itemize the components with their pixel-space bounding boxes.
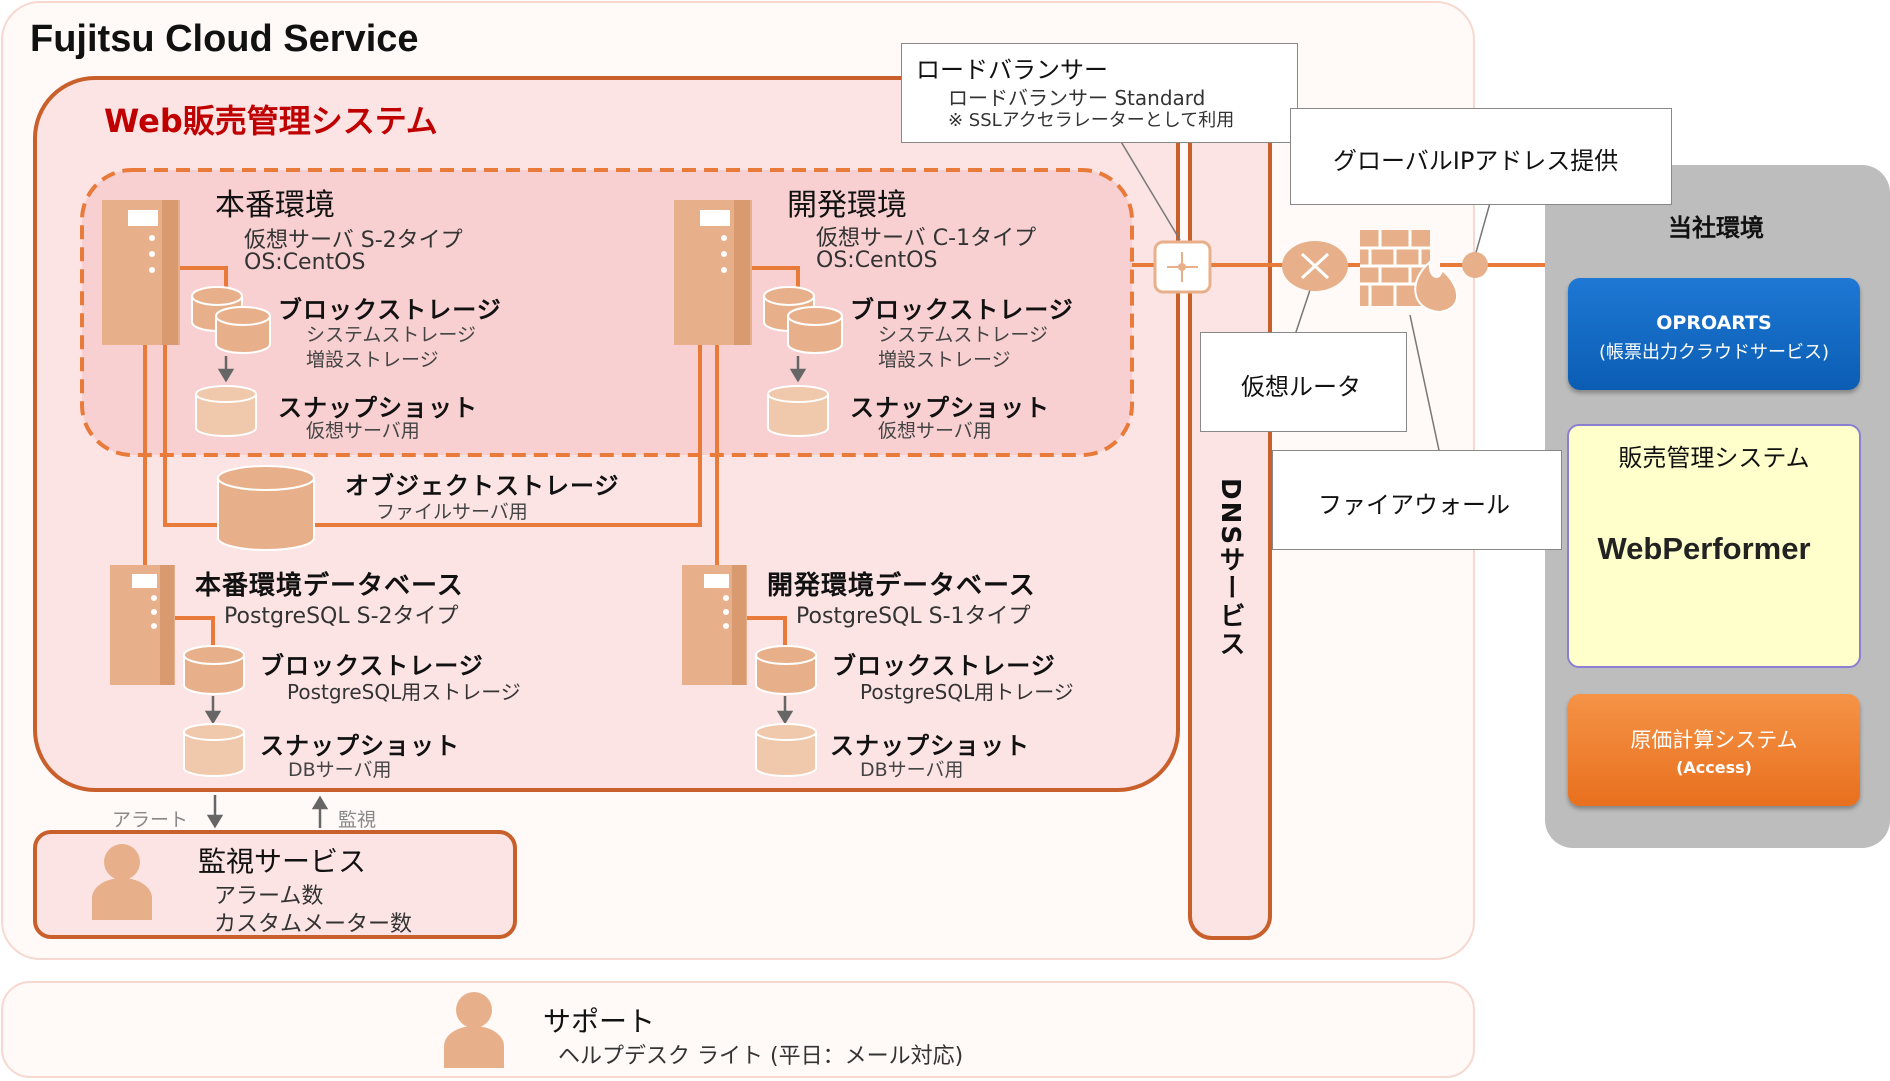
support-region [1,981,1475,1078]
load-balancer-title: ロードバランサー [916,56,1108,84]
cost-system-label: 原価計算システム [1630,728,1798,752]
production-title: 本番環境 [215,188,335,223]
production-block-storage-icon [191,286,271,354]
production-db-type: PostgreSQL S-2タイプ [224,604,459,629]
production-db-title: 本番環境データベース [195,571,464,601]
virtual-router-callout: 仮想ルータ [1200,332,1407,432]
load-balancer-icon [1153,240,1212,294]
development-db-storage-note: PostgreSQL用トレージ [860,680,1074,704]
oproarts-label: OPROARTS [1656,312,1772,334]
production-snapshot-note: 仮想サーバ用 [306,420,420,442]
load-balancer-callout: ロードバランサー ロードバランサー Standard ※ SSLアクセラレーター… [901,43,1298,143]
load-balancer-note: ※ SSLアクセラレーターとして利用 [948,110,1235,131]
development-title: 開発環境 [787,188,907,223]
production-system-storage: システムストレージ [306,324,477,346]
production-snapshot: スナップショット [278,394,478,422]
development-db-snapshot: スナップショット [830,732,1030,760]
dns-service-label: DNSサービス [1215,478,1245,659]
production-db-snapshot: スナップショット [260,732,460,760]
global-ip-node-icon [1462,252,1488,278]
company-env-title: 当社環境 [1668,214,1764,242]
oproarts-component: OPROARTS (帳票出力クラウドサービス) [1568,278,1860,390]
environment-box [80,168,1134,457]
object-storage-title: オブジェクトストレージ [345,472,620,500]
cost-system-component: 原価計算システム (Access) [1568,694,1860,806]
development-block-storage: ブロックストレージ [850,296,1074,324]
load-balancer-type: ロードバランサー Standard [948,86,1206,110]
monitoring-item-custom-meters: カスタムメーター数 [214,912,413,937]
page-title: Fujitsu Cloud Service [30,18,419,60]
production-db-snapshot-note: DBサーバ用 [288,759,392,781]
production-os: OS:CentOS [244,250,366,275]
support-person-icon [444,992,504,1068]
development-os: OS:CentOS [816,248,938,273]
global-ip-callout: グローバルIPアドレス提供 [1290,108,1672,205]
development-snapshot: スナップショット [850,394,1050,422]
virtual-router-label: 仮想ルータ [1241,373,1361,401]
production-db-storage-note: PostgreSQL用ストレージ [287,680,521,704]
system-title: Web販売管理システム [104,102,438,140]
production-db-block-storage: ブロックストレージ [260,652,484,680]
production-snapshot-icon [195,385,257,437]
production-server-icon [102,200,180,345]
development-db-snapshot-icon [755,723,817,777]
global-ip-label: グローバルIPアドレス提供 [1333,147,1619,175]
development-db-title: 開発環境データベース [767,571,1036,601]
development-system-storage: システムストレージ [878,324,1049,346]
development-db-snapshot-note: DBサーバ用 [860,759,964,781]
development-db-block-storage: ブロックストレージ [832,652,1056,680]
sales-system-label: 販売管理システム [1618,444,1810,472]
monitoring-item-alarms: アラーム数 [214,884,324,909]
monitor-label: 監視 [338,809,377,831]
monitoring-box [33,830,517,939]
oproarts-note: (帳票出力クラウドサービス) [1598,342,1830,363]
firewall-callout: ファイアウォール [1272,450,1562,550]
monitoring-title: 監視サービス [198,845,367,878]
firewall-icon [1360,230,1459,314]
development-snapshot-note: 仮想サーバ用 [878,420,992,442]
development-server-icon [674,200,752,345]
production-db-server-icon [110,565,175,685]
support-note: ヘルプデスク ライト (平日：メール対応) [558,1044,964,1069]
development-db-type: PostgreSQL S-1タイプ [796,604,1031,629]
production-db-snapshot-icon [183,723,245,777]
monitoring-person-icon [92,844,152,920]
sales-system-component: 販売管理システム WebPerformer [1567,424,1861,668]
alert-label: アラート [112,809,189,831]
development-db-block-storage-icon [755,645,817,695]
cost-system-note: (Access) [1676,758,1752,777]
development-additional-storage: 増設ストレージ [878,349,1011,371]
support-title: サポート [543,1005,656,1038]
virtual-router-icon [1282,241,1348,291]
development-server-type: 仮想サーバ C-1タイプ [816,226,1037,251]
firewall-label: ファイアウォール [1318,491,1510,519]
production-db-block-storage-icon [183,645,245,695]
production-additional-storage: 増設ストレージ [306,349,439,371]
production-block-storage: ブロックストレージ [278,296,502,324]
development-db-server-icon [682,565,747,685]
webperformer-logo: WebPerformer [1597,531,1811,566]
object-storage-icon [217,465,315,551]
development-snapshot-icon [767,385,829,437]
production-server-type: 仮想サーバ S-2タイプ [244,228,463,253]
object-storage-note: ファイルサーバ用 [376,501,528,523]
development-block-storage-icon [763,286,843,354]
